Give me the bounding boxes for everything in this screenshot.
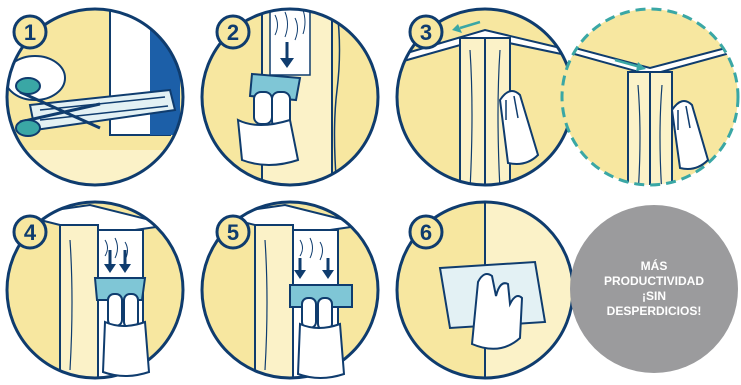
step-3-number: 3: [420, 20, 432, 45]
step-2-number-badge: 2: [217, 16, 249, 48]
step-1-panel: 1: [0, 0, 200, 200]
badge-line-1: MÁS: [641, 259, 668, 274]
step-6-number: 6: [420, 220, 432, 245]
step-1-number-badge: 1: [14, 16, 46, 48]
step-4-number: 4: [24, 220, 37, 245]
step-4-number-badge: 4: [14, 216, 46, 248]
step-2-panel: 2: [190, 0, 390, 200]
step-6-panel: 6: [390, 195, 595, 385]
step-3-number-badge: 3: [410, 16, 442, 48]
step-2-number: 2: [227, 20, 239, 45]
badge-line-2: PRODUCTIVIDAD: [604, 274, 704, 289]
step-5-number-badge: 5: [217, 216, 249, 248]
productivity-badge: MÁS PRODUCTIVIDAD ¡SIN DESPERDICIOS!: [570, 205, 738, 373]
step-5-number: 5: [227, 220, 239, 245]
step-1-number: 1: [24, 20, 36, 45]
step-4-panel: 4: [0, 195, 200, 385]
badge-line-4: DESPERDICIOS!: [607, 304, 702, 319]
step-6-number-badge: 6: [410, 216, 442, 248]
badge-line-3: ¡SIN: [642, 289, 666, 304]
step-3-panel: 3: [390, 0, 741, 202]
step-5-panel: 5: [195, 195, 395, 385]
